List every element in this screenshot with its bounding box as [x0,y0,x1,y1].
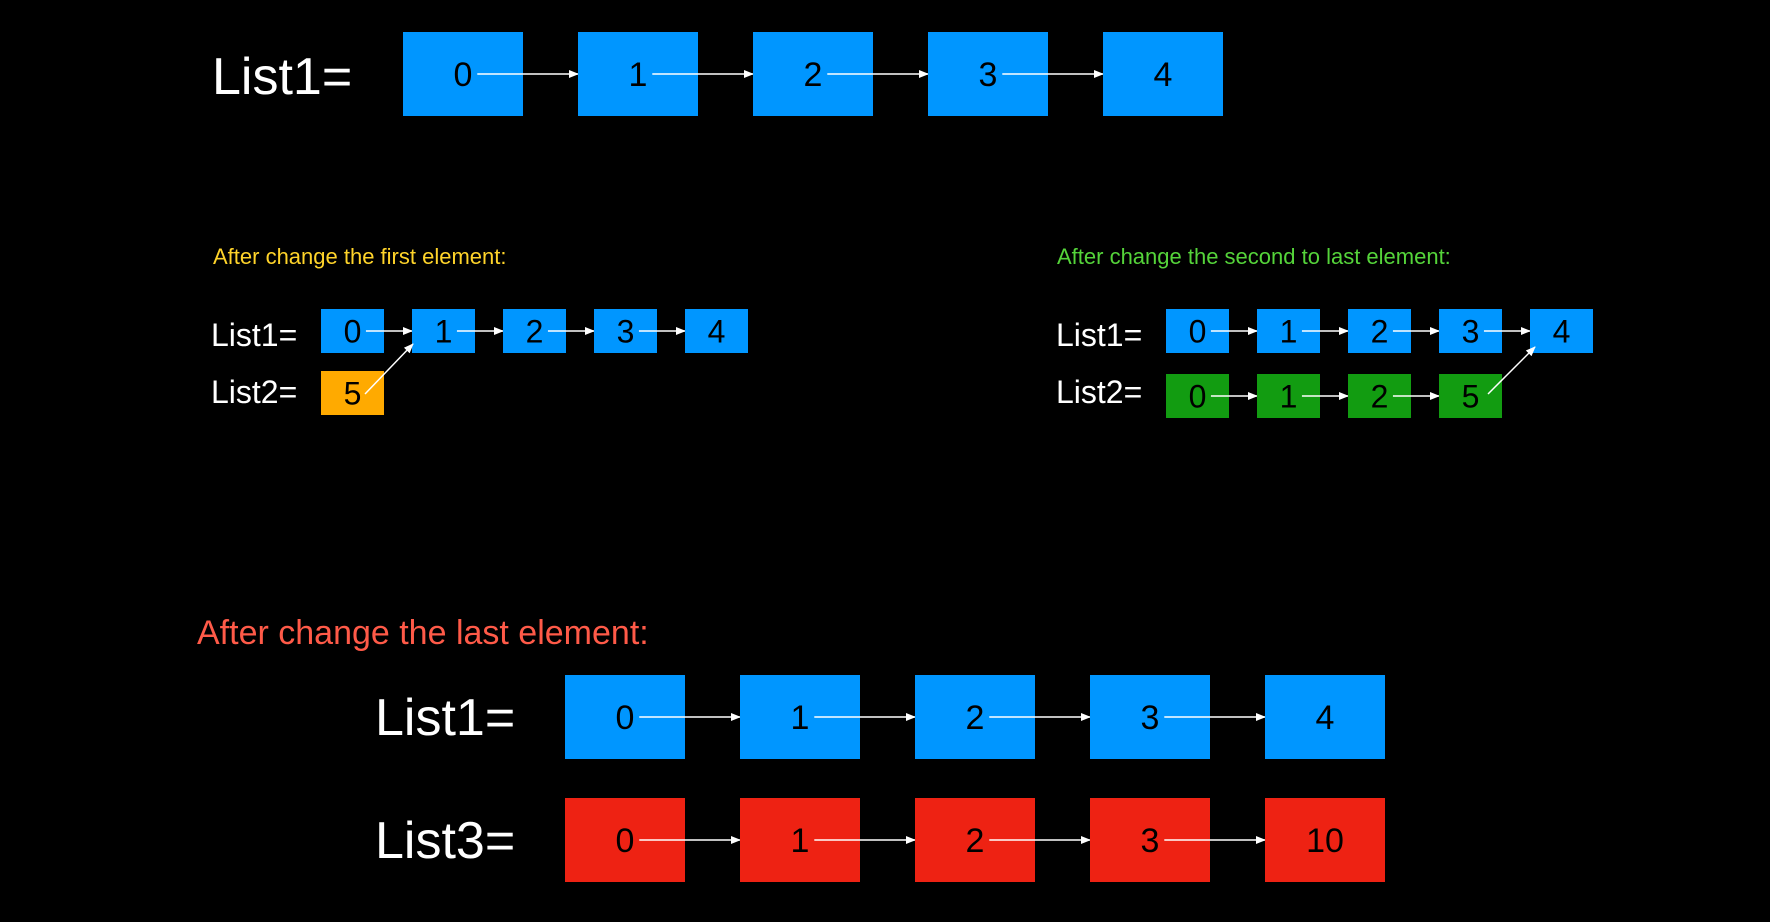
first-list1-node-value: 2 [526,314,544,350]
second-list2-node-value: 0 [1189,379,1207,415]
first-list2-label: List2= [211,374,297,410]
second-list2-node: 2 [1348,374,1411,418]
last-list3-nodes: 0 1 2 3 10 [565,798,1385,882]
top-list1-nodes: 0 1 2 3 4 [403,32,1223,116]
first-element-heading: After change the first element: [213,244,507,269]
last-list3-node-value: 1 [791,822,810,860]
second-list1-node-value: 3 [1462,314,1480,350]
last-list1-nodes: 0 1 2 3 4 [565,675,1385,759]
second-list2-node-value: 5 [1462,379,1480,415]
first-list1-node-value: 1 [435,314,453,350]
second-list2-label: List2= [1056,374,1142,410]
first-list1-node: 4 [685,309,748,353]
last-list1-node-box [1265,675,1385,759]
second-list1-nodes: 0 1 2 3 4 [1166,309,1593,353]
second-list2-node: 0 [1166,374,1229,418]
last-list1-node-value: 0 [616,699,635,737]
last-list3-node-value: 3 [1141,822,1160,860]
second-list2-node-value: 2 [1371,379,1389,415]
first-list2-to-list1-arrow [364,343,414,395]
second-list1-node: 4 [1530,309,1593,353]
last-list1-node-value: 4 [1316,699,1335,737]
last-list3-node: 10 [1265,798,1385,882]
top-list1-node: 4 [1103,32,1223,116]
second-list1-node-value: 1 [1280,314,1298,350]
second-list2-node: 5 [1439,374,1502,418]
first-list1-node-value: 0 [344,314,362,350]
top-list1-node-value: 3 [979,56,998,94]
last-list1-node-value: 3 [1141,699,1160,737]
last-list3-node-value: 2 [966,822,985,860]
last-list1-node: 0 [565,675,685,759]
second-list2-node-value: 1 [1280,379,1298,415]
first-list1-node-box [685,309,748,353]
first-list2-node-value: 5 [344,376,362,412]
first-list2-node: 5 [321,371,384,415]
top-list1-node-value: 4 [1154,56,1173,94]
second-list2-node: 1 [1257,374,1320,418]
last-list1-label: List1= [375,689,515,747]
second-list2-nodes: 0 1 2 5 [1166,374,1502,418]
top-list1-node-value: 1 [629,56,648,94]
top-list1-node-value: 0 [454,56,473,94]
last-list3-label: List3= [375,812,515,870]
last-list3-node-value: 10 [1306,822,1344,860]
last-element-heading: After change the last element: [197,614,649,652]
last-list1-node-value: 1 [791,699,810,737]
second-list2-to-list1-arrow [1487,346,1536,395]
top-list1-label: List1= [212,48,352,106]
second-list2-node-box [1439,374,1502,418]
second-list1-node-value: 0 [1189,314,1207,350]
last-list3-node-box [1265,798,1385,882]
first-list1-node-value: 4 [708,314,726,350]
top-list1-node-value: 2 [804,56,823,94]
second-list1-node-value: 4 [1553,314,1571,350]
last-list1-node-value: 2 [966,699,985,737]
last-list3-node: 3 [1090,798,1210,882]
first-list2-nodes: 5 [321,371,384,415]
first-list1-label: List1= [211,317,297,353]
last-list1-node: 4 [1265,675,1385,759]
first-list1-node-value: 3 [617,314,635,350]
second-to-last-heading: After change the second to last element: [1057,244,1451,269]
second-list1-node-value: 2 [1371,314,1389,350]
second-list1-node-box [1530,309,1593,353]
top-list1-node-box [1103,32,1223,116]
last-list3-node-value: 0 [616,822,635,860]
second-list1-label: List1= [1056,317,1142,353]
first-list2-node-box [321,371,384,415]
first-list1-nodes: 0 1 2 3 4 [321,309,748,353]
